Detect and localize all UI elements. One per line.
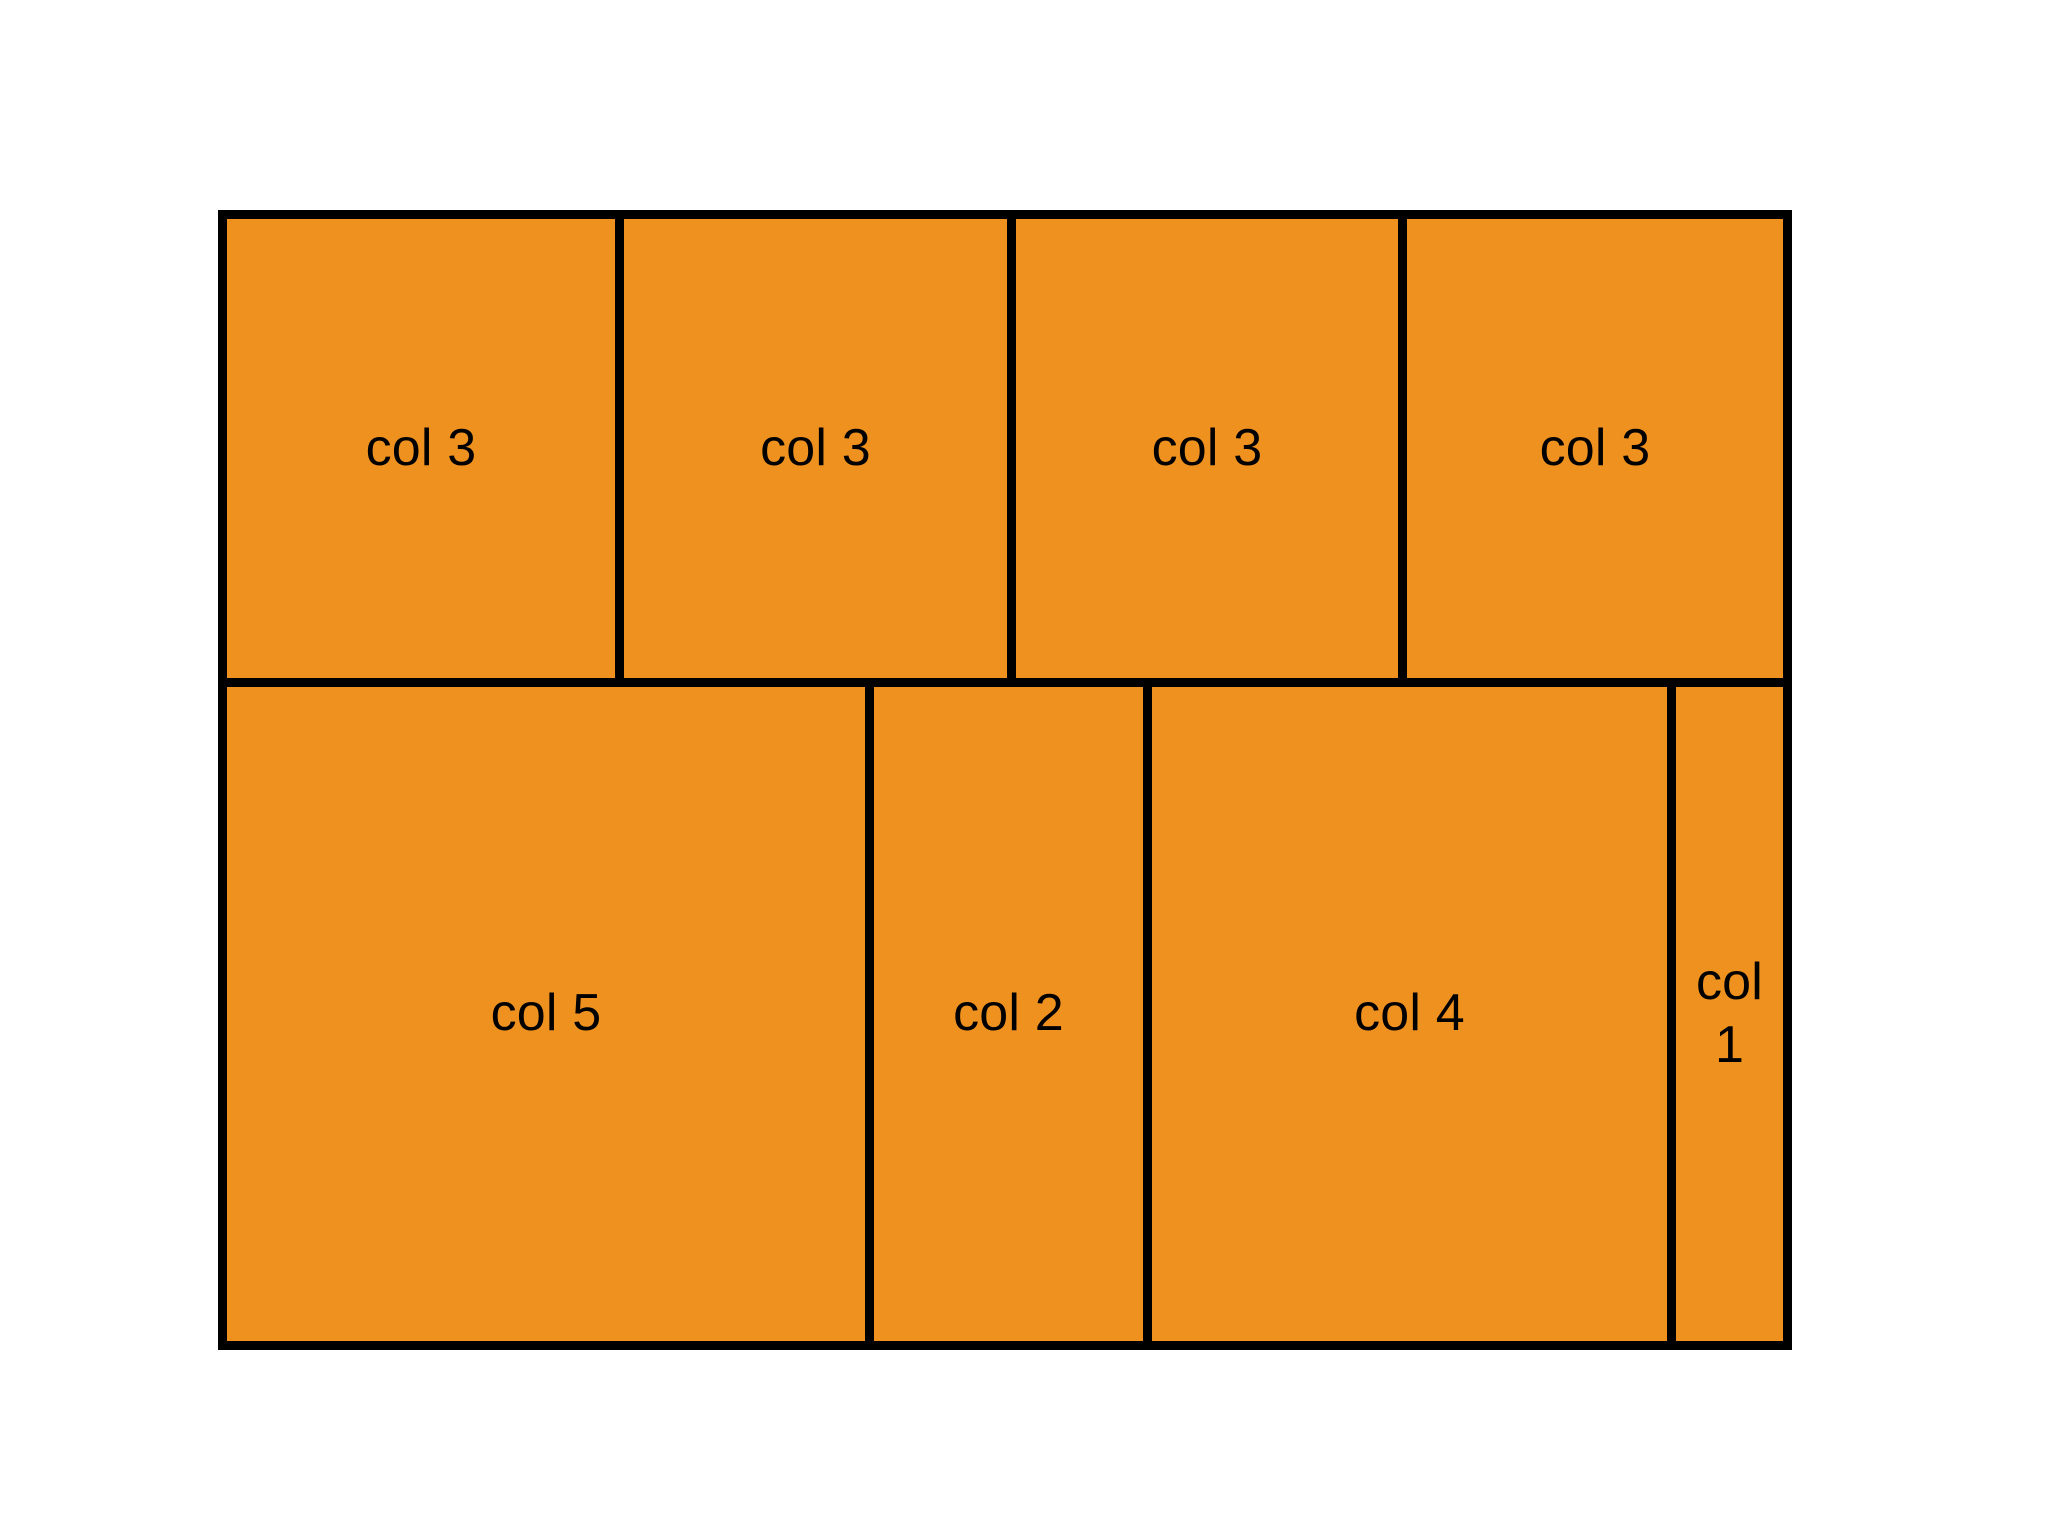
treemap-cell-label: col 4 — [1354, 984, 1465, 1043]
treemap-container: col 3 col 3 col 3 col 3 col 5 col 2 col … — [218, 210, 1792, 1350]
treemap-cell-label: col 3 — [365, 418, 477, 477]
treemap-row-bottom: col 5 col 2 col 4 col 1 — [227, 687, 1783, 1341]
treemap-cell-col3-b[interactable]: col 3 — [615, 219, 1007, 678]
treemap-cell-label: col 1 — [1695, 952, 1764, 1074]
treemap-row-top: col 3 col 3 col 3 col 3 — [227, 219, 1783, 687]
treemap-cell-col3-d[interactable]: col 3 — [1398, 219, 1783, 678]
treemap-cell-col3-c[interactable]: col 3 — [1007, 219, 1398, 678]
treemap-cell-label: col 3 — [1539, 418, 1651, 477]
treemap-cell-label: col 2 — [953, 984, 1064, 1043]
treemap-cell-col4[interactable]: col 4 — [1143, 687, 1667, 1341]
treemap-cell-label: col 5 — [490, 984, 602, 1043]
treemap-cell-col3-a[interactable]: col 3 — [227, 219, 615, 678]
treemap-cell-label: col 3 — [1151, 418, 1263, 477]
treemap-cell-col1[interactable]: col 1 — [1667, 687, 1783, 1341]
treemap-cell-col2[interactable]: col 2 — [865, 687, 1143, 1341]
treemap-cell-col5[interactable]: col 5 — [227, 687, 865, 1341]
treemap-cell-label: col 3 — [760, 418, 871, 477]
